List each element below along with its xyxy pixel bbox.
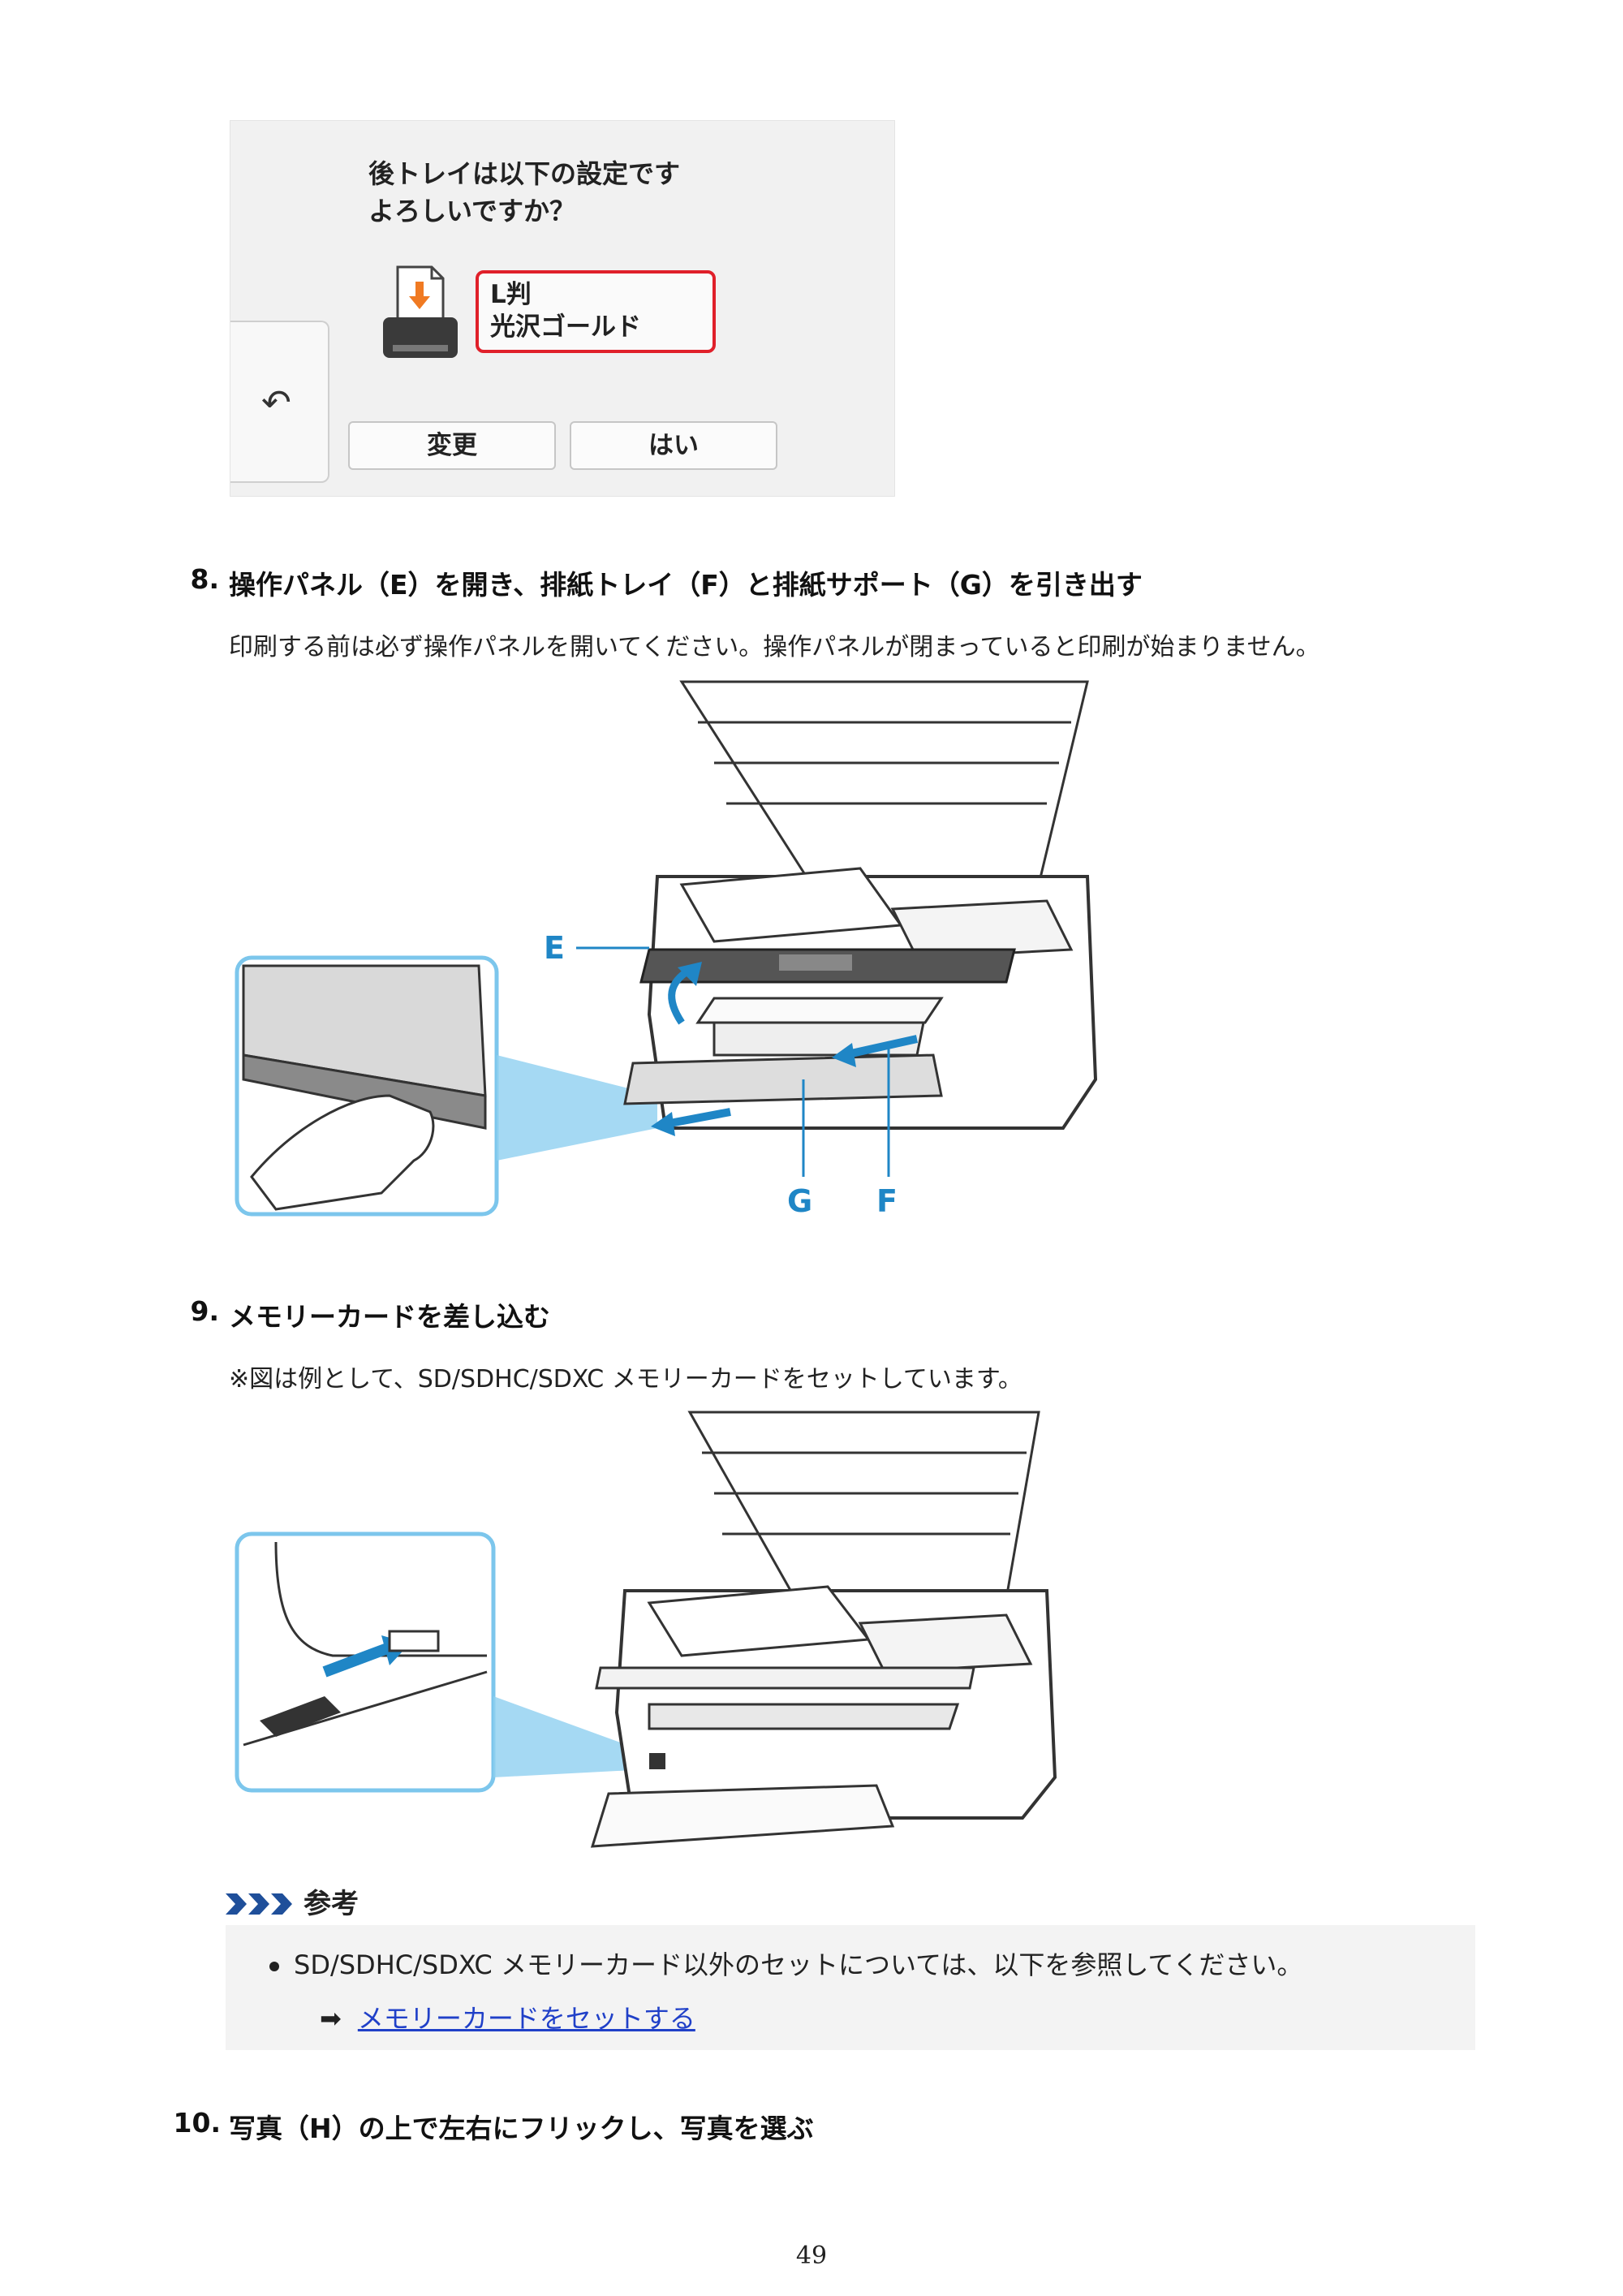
step-9-body: ※図は例として、SD/SDHC/SDXC メモリーカードをセットしています。 — [229, 1365, 1022, 1394]
page-number: 49 — [795, 2242, 828, 2270]
note-heading: 参考 — [226, 1881, 359, 1921]
confirm-question: 後トレイは以下の設定です よろしいですか？ — [368, 158, 681, 226]
step-8-number: 8. — [190, 563, 220, 595]
note-box: SD/SDHC/SDXC メモリーカード以外のセットについては、以下を参照してく… — [226, 1925, 1475, 2050]
yes-button[interactable]: はい — [570, 421, 777, 470]
note-bullet: SD/SDHC/SDXC メモリーカード以外のセットについては、以下を参照してく… — [269, 1945, 1302, 1982]
step-8-title: 操作パネル（E）を開き、排紙トレイ（F）と排紙サポート（G）を引き出す — [229, 569, 1143, 601]
back-icon: ↶ — [261, 382, 291, 424]
callout-f: F — [876, 1183, 898, 1219]
printer-memory-card-illustration — [235, 1411, 1057, 1848]
change-button[interactable]: 変更 — [348, 421, 556, 470]
paper-setting-box: L判 光沢ゴールド — [476, 270, 716, 353]
touchscreen-panel: ↶ 後トレイは以下の設定です よろしいですか？ L判 光沢ゴールド 変更 はい — [230, 120, 895, 497]
step-9-number: 9. — [190, 1295, 220, 1327]
note-chevron-icon — [226, 1893, 292, 1915]
callout-e: E — [544, 930, 565, 966]
step-8-body: 印刷する前は必ず操作パネルを開いてください。操作パネルが閉まっていると印刷が始ま… — [229, 633, 1320, 661]
callout-g: G — [787, 1183, 813, 1219]
rear-tray-icon — [383, 265, 458, 358]
memory-card-link[interactable]: ➡メモリーカードをセットする — [320, 2003, 695, 2034]
arrow-right-icon: ➡ — [320, 2003, 342, 2034]
paper-size: L判 — [490, 280, 532, 309]
back-button[interactable]: ↶ — [230, 321, 329, 483]
step-10-number: 10. — [173, 2107, 221, 2139]
printer-open-panel-illustration — [235, 680, 1098, 1217]
step-10-title: 写真（H）の上で左右にフリックし、写真を選ぶ — [229, 2113, 814, 2144]
paper-type: 光沢ゴールド — [490, 312, 641, 342]
bullet-dot-icon — [269, 1962, 279, 1971]
step-9-title: メモリーカードを差し込む — [229, 1301, 550, 1333]
